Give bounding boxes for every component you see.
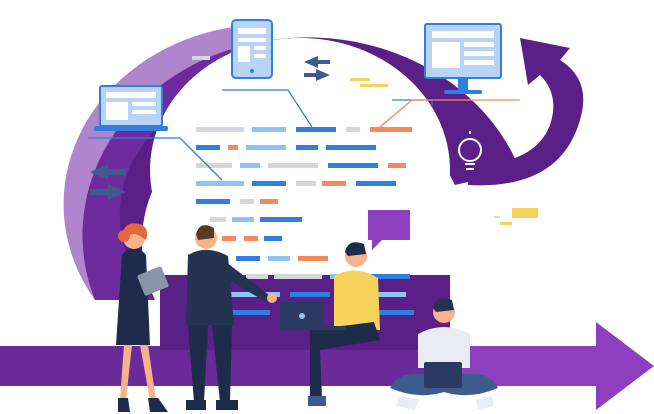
man-sitting-laptop [280, 242, 380, 406]
connector-line-orange [379, 99, 520, 128]
man-standing [186, 225, 277, 410]
lightbulb-icon [458, 131, 482, 170]
yellow-marks [350, 78, 538, 225]
dash-decor [192, 56, 210, 60]
laptop-icon [94, 85, 168, 131]
man-sitting-crosslegged [390, 298, 498, 410]
tablet-icon [231, 19, 273, 79]
dash-decor-right [494, 216, 500, 218]
chat-bubble-icon [368, 210, 410, 250]
woman-with-tablet [116, 223, 169, 412]
cycle-arrow [468, 38, 584, 186]
swap-arrows-icon-left [90, 164, 126, 200]
swap-arrows-icon [304, 56, 330, 81]
progress-arrow [0, 322, 654, 410]
monitor-icon [424, 23, 502, 94]
